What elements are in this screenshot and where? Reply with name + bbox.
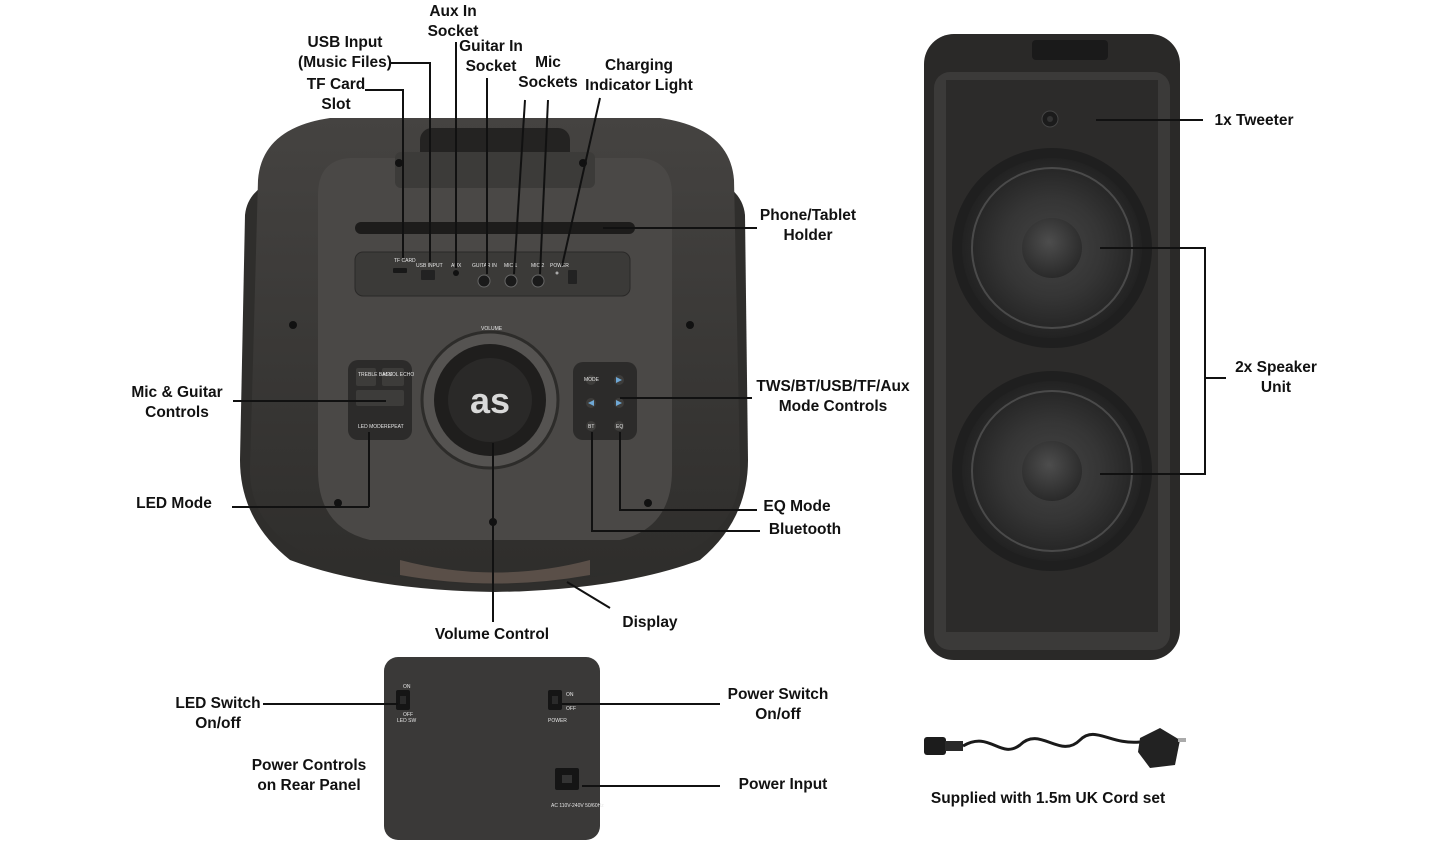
- rear-panel: ON OFF LED SW ON OFF POWER AC 110V-240V …: [384, 657, 604, 840]
- callout-volume-control: Volume Control: [434, 626, 550, 643]
- panel-label-eq: EQ: [616, 424, 623, 430]
- panel-label-bt: BT: [588, 424, 594, 430]
- callout-eq-mode: EQ Mode: [763, 498, 831, 515]
- panel-label-usb-input: USB INPUT: [416, 263, 443, 269]
- panel-label-mic2: MIC 2: [531, 263, 545, 269]
- panel-label-led-mode: LED MODE: [358, 424, 385, 430]
- speaker-front-view: [924, 34, 1180, 660]
- uk-power-cord: [924, 728, 1186, 768]
- callout-tweeter: 1x Tweeter: [1214, 112, 1294, 129]
- callout-bluetooth: Bluetooth: [768, 521, 842, 538]
- panel-label-mic1: MIC 1: [504, 263, 518, 269]
- callout-display: Display: [622, 614, 678, 631]
- rear-power-on: ON: [566, 692, 574, 698]
- panel-label-repeat: REPEAT: [384, 424, 404, 430]
- callout-led-mode: LED Mode: [136, 495, 212, 512]
- panel-label-mvol-echo: M.VOL ECHO: [383, 372, 414, 378]
- panel-label-tf-card: TF CARD: [394, 258, 416, 264]
- brand-logo: as: [470, 380, 510, 421]
- callout-lines: [232, 42, 1226, 787]
- callout-usb-input: USB Input(Music Files): [298, 34, 392, 71]
- speaker-top-view: TF CARD USB INPUT AUX GUITAR IN MIC 1 MI…: [240, 118, 748, 592]
- callout-cord: Supplied with 1.5m UK Cord set: [930, 790, 1166, 807]
- rear-power-rating: AC 110V-240V 50/60Hz: [551, 803, 604, 809]
- rear-power-off: OFF: [566, 706, 576, 712]
- panel-label-mode: MODE: [584, 377, 600, 383]
- panel-label-treble-bass: TREBLE BASS: [358, 372, 393, 378]
- rear-power-label: POWER: [548, 718, 567, 724]
- rear-led-sw: LED SW: [397, 718, 416, 724]
- panel-label-power: POWER: [550, 263, 569, 269]
- callout-power-input: Power Input: [738, 776, 828, 793]
- rear-led-on: ON: [403, 684, 411, 690]
- panel-label-volume: VOLUME: [481, 326, 503, 332]
- rear-led-off: OFF: [403, 712, 413, 718]
- panel-label-guitar-in: GUITAR IN: [472, 263, 497, 269]
